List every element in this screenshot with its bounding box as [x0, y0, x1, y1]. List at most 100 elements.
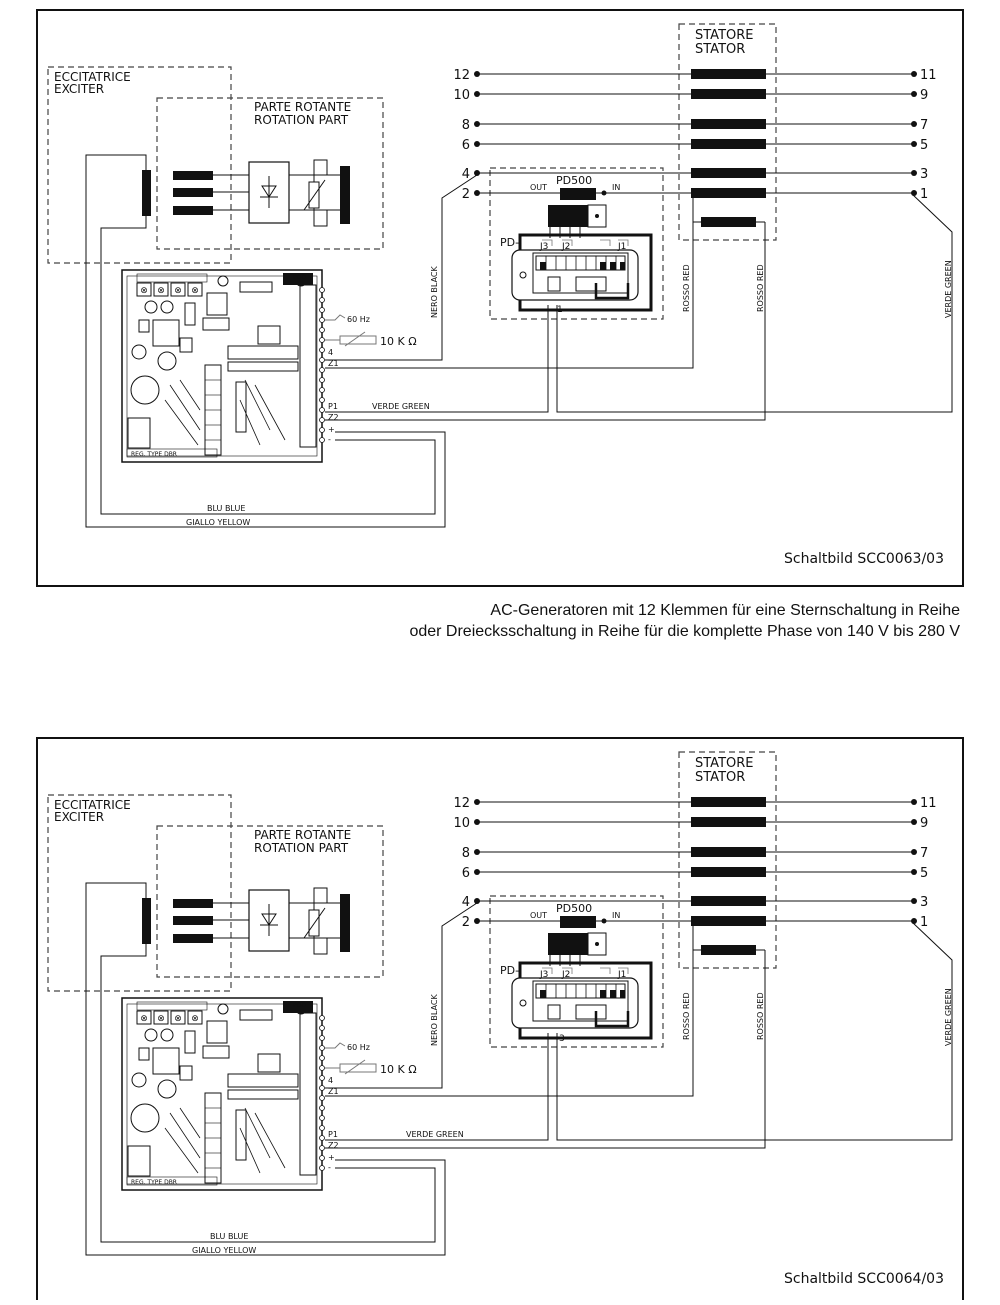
svg-text:ROSSO RED: ROSSO RED — [756, 264, 765, 312]
svg-text:STATOR: STATOR — [695, 42, 745, 57]
svg-text:1: 1 — [920, 187, 928, 202]
svg-text:-: - — [328, 435, 331, 444]
wire-labels: NERO BLACK ROSSO RED ROSSO RED VERDE GRE… — [192, 988, 953, 1255]
caption-line-1: AC-Generatoren mit 12 Klemmen für eine S… — [490, 602, 960, 619]
svg-text:7: 7 — [920, 118, 928, 133]
svg-text:EXCITER: EXCITER — [54, 810, 104, 824]
svg-text:4: 4 — [328, 1076, 333, 1085]
svg-text:3: 3 — [920, 895, 928, 910]
svg-text:6: 6 — [462, 138, 470, 153]
pd500-labels: PD500 OUT IN PD-I J3 J2 J1 1 — [500, 174, 626, 315]
stator-left-terminal-labels: 12 10 8 6 4 2 — [453, 796, 470, 930]
stator-left-terminal-labels: 12 10 8 6 4 2 — [453, 68, 470, 202]
svg-text:+: + — [328, 1153, 335, 1162]
svg-text:VERDE GREEN: VERDE GREEN — [944, 988, 953, 1046]
svg-text:2: 2 — [462, 915, 470, 930]
svg-text:VERDE GREEN: VERDE GREEN — [372, 402, 430, 411]
wire-labels: NERO BLACK ROSSO RED ROSSO RED VERDE GRE… — [186, 260, 953, 527]
svg-text:5: 5 — [920, 138, 928, 153]
pd500-labels: PD500 OUT IN PD-I J3 J2 J1 3 — [500, 902, 626, 1044]
pd-terminal-label: 1 — [557, 305, 563, 315]
svg-text:REG. TYPE DBR: REG. TYPE DBR — [131, 1179, 177, 1186]
svg-text:J1: J1 — [617, 242, 626, 252]
pd-terminal-label: 3 — [559, 1034, 565, 1044]
svg-text:2: 2 — [462, 187, 470, 202]
svg-text:BLU BLUE: BLU BLUE — [210, 1232, 248, 1241]
svg-text:J3: J3 — [539, 242, 548, 252]
svg-text:7: 7 — [920, 846, 928, 861]
svg-text:10: 10 — [453, 88, 470, 103]
svg-text:9: 9 — [920, 816, 928, 831]
svg-text:ECCITATRICE: ECCITATRICE — [54, 70, 131, 84]
svg-text:OUT: OUT — [530, 183, 547, 192]
svg-text:Z1: Z1 — [328, 1087, 339, 1096]
diagram-title: Schaltbild SCC0063/03 — [784, 551, 944, 567]
svg-text:J2: J2 — [561, 970, 570, 980]
svg-text:-: - — [328, 1163, 331, 1172]
svg-text:PD500: PD500 — [556, 902, 592, 915]
svg-text:PD-I: PD-I — [500, 964, 522, 977]
svg-text:GIALLO YELLOW: GIALLO YELLOW — [186, 518, 250, 527]
svg-text:VERDE GREEN: VERDE GREEN — [406, 1130, 464, 1139]
svg-text:NERO BLACK: NERO BLACK — [430, 994, 439, 1046]
svg-text:+: + — [328, 425, 335, 434]
svg-text:Z2: Z2 — [328, 1141, 339, 1150]
regulator-labels: POO REG. TYPE DBR 60 Hz 10 K Ω 4 Z1 P1 Z… — [131, 274, 417, 458]
svg-text:PD500: PD500 — [556, 174, 592, 187]
svg-text:STATORE: STATORE — [695, 28, 754, 43]
svg-text:11: 11 — [920, 796, 937, 811]
svg-text:IN: IN — [612, 183, 620, 192]
stator-label: STATORE STATOR — [695, 28, 754, 57]
svg-text:NERO BLACK: NERO BLACK — [430, 266, 439, 318]
svg-text:OUT: OUT — [530, 911, 547, 920]
svg-text:4: 4 — [462, 167, 470, 182]
svg-text:PARTE ROTANTE: PARTE ROTANTE — [254, 100, 351, 114]
svg-text:4: 4 — [462, 895, 470, 910]
svg-text:11: 11 — [920, 68, 937, 83]
svg-text:ROTATION PART: ROTATION PART — [254, 841, 349, 855]
svg-text:IN: IN — [612, 911, 620, 920]
svg-text:Z2: Z2 — [328, 413, 339, 422]
svg-text:STATORE: STATORE — [695, 756, 754, 771]
svg-text:STATOR: STATOR — [695, 770, 745, 785]
exciter-label: ECCITATRICE EXCITER — [54, 798, 131, 824]
stator-right-terminal-labels: 11 9 7 5 3 1 — [920, 68, 937, 202]
svg-text:10: 10 — [453, 816, 470, 831]
svg-text:8: 8 — [462, 846, 470, 861]
svg-text:8: 8 — [462, 118, 470, 133]
stator-right-terminal-labels: 11 9 7 5 3 1 — [920, 796, 937, 930]
caption: AC-Generatoren mit 12 Klemmen für eine S… — [340, 600, 960, 642]
svg-text:ROTATION PART: ROTATION PART — [254, 113, 349, 127]
svg-text:BLU BLUE: BLU BLUE — [207, 504, 245, 513]
svg-text:3: 3 — [920, 167, 928, 182]
svg-text:ROSSO RED: ROSSO RED — [682, 992, 691, 1040]
svg-text:P1: P1 — [328, 1130, 338, 1139]
svg-text:REG. TYPE DBR: REG. TYPE DBR — [131, 451, 177, 458]
svg-text:J1: J1 — [617, 970, 626, 980]
svg-text:9: 9 — [920, 88, 928, 103]
svg-text:6: 6 — [462, 866, 470, 881]
svg-text:POO: POO — [293, 1002, 306, 1009]
diagram-scc0063: ECCITATRICE EXCITER PARTE ROTANTE ROTATI… — [35, 8, 965, 588]
svg-text:J3: J3 — [539, 970, 548, 980]
svg-text:J2: J2 — [561, 242, 570, 252]
svg-text:60 Hz: 60 Hz — [347, 1043, 370, 1052]
svg-text:EXCITER: EXCITER — [54, 82, 104, 96]
svg-text:PARTE ROTANTE: PARTE ROTANTE — [254, 828, 351, 842]
svg-text:VERDE GREEN: VERDE GREEN — [944, 260, 953, 318]
svg-text:60 Hz: 60 Hz — [347, 315, 370, 324]
svg-text:POO: POO — [293, 274, 306, 281]
diagram-title: Schaltbild SCC0064/03 — [784, 1271, 944, 1287]
diagram-scc0064: ECCITATRICE EXCITER PARTE ROTANTE ROTATI… — [35, 736, 965, 1305]
svg-text:Z1: Z1 — [328, 359, 339, 368]
svg-text:PD-I: PD-I — [500, 236, 522, 249]
svg-text:P1: P1 — [328, 402, 338, 411]
rotating-part-label: PARTE ROTANTE ROTATION PART — [254, 100, 351, 127]
rotating-part-label: PARTE ROTANTE ROTATION PART — [254, 828, 351, 855]
caption-line-2: oder Dreiecksschaltung in Reihe für die … — [409, 623, 960, 640]
svg-text:12: 12 — [453, 68, 470, 83]
svg-text:10 K Ω: 10 K Ω — [380, 335, 417, 348]
regulator-labels: POO REG. TYPE DBR 60 Hz 10 K Ω 4 Z1 P1 Z… — [131, 1002, 417, 1186]
svg-text:10 K Ω: 10 K Ω — [380, 1063, 417, 1076]
